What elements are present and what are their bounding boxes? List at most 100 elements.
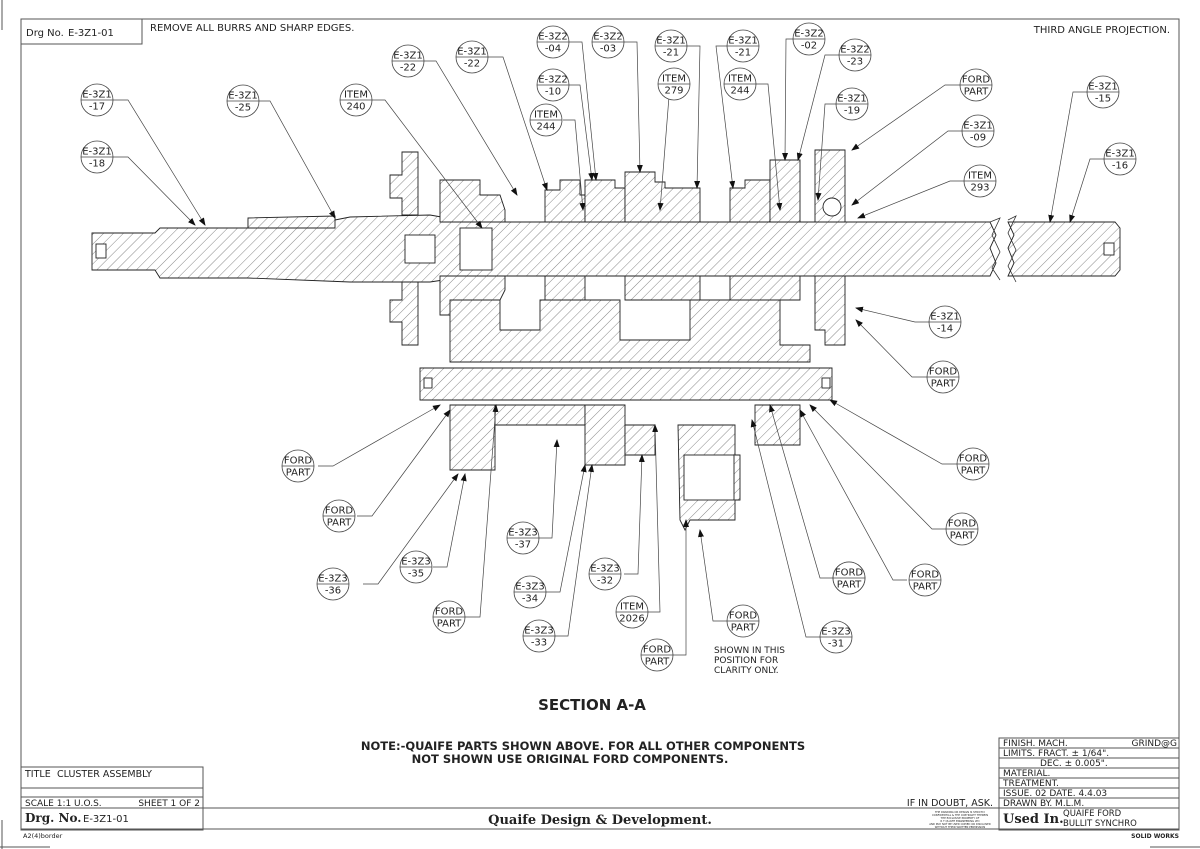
input-hub [439,179,506,223]
part-balloon: E-3Z3-37 [506,521,540,555]
main-shaft-tail [1007,221,1121,277]
balloon-part-prefix: FORD [911,570,940,581]
balloon-part-prefix: E-3Z3 [821,627,851,638]
copyright-line: THE DRAWING OR DESIGN IS STRICTLY [935,810,985,814]
balloon-part-prefix: E-3Z3 [401,557,431,568]
balloon-part-prefix: FORD [948,519,977,530]
balloon-part-suffix: PART [837,580,862,591]
cluster-gear-body [449,299,811,363]
cluster-gear-3 [584,404,626,466]
part-balloons: E-3Z1-17E-3Z1-18E-3Z1-25ITEM240E-3Z1-22E… [80,22,1137,672]
balloon-part-suffix: PART [731,623,756,634]
gear-3 [624,171,701,223]
part-balloon: E-3Z3-34 [513,575,547,609]
drawn-by: DRAWN BY. M.L.M. [1003,799,1084,809]
balloon-part-prefix: E-3Z2 [840,45,870,56]
cluster-gear-2 [494,404,586,426]
cluster-gear-1 [449,404,496,471]
balloon-part-prefix: E-3Z3 [515,582,545,593]
drg-no-label: Drg No. [26,28,64,39]
balloon-part-prefix: E-3Z2 [538,75,568,86]
title-block-right: FINISH. MACH. GRIND@G LIMITS. FRACT. ± 1… [998,737,1180,840]
part-balloon: E-3Z3-35 [399,550,433,584]
countershaft [419,367,833,401]
balloon-part-suffix: -31 [828,639,844,650]
balloon-part-suffix: -21 [735,48,751,59]
balloon-part-prefix: FORD [929,367,958,378]
balloon-part-suffix: PART [950,531,975,542]
finish-label: FINISH. MACH. [1003,739,1068,749]
break-line-left [989,217,1001,281]
main-shaft [91,214,997,283]
balloon-part-suffix: PART [286,468,311,479]
balloon-part-suffix: -10 [545,87,561,98]
balloon-part-prefix: E-3Z2 [794,29,824,40]
balloon-part-prefix: E-3Z1 [728,36,758,47]
part-balloon: E-3Z3-31 [819,620,853,654]
copyright-notice: THE DRAWING OR DESIGN IS STRICTLY CONFID… [929,810,991,829]
part-balloon: E-3Z3-32 [588,557,622,591]
burrs-note: REMOVE ALL BURRS AND SHARP EDGES. [150,23,354,34]
copyright-line: THE EXCLUSIVE PROPERTY OF [941,816,980,820]
part-balloon: E-3Z1-21 [654,29,688,63]
balloon-part-prefix: E-3Z3 [318,574,348,585]
used-in-label: Used In. [1003,812,1064,827]
part-balloon: E-3Z1-22 [455,40,489,74]
balloon-part-suffix: PART [327,518,352,529]
part-balloon: E-3Z3-36 [316,567,350,601]
part-balloon: E-3Z2-10 [536,68,570,102]
balloon-part-prefix: ITEM [620,602,644,613]
shaft-tail-bore [1103,242,1115,256]
part-balloon: E-3Z3-33 [522,619,556,653]
balloon-part-prefix: E-3Z1 [228,91,258,102]
limits-dec: DEC. ± 0.005". [1040,759,1108,769]
balloon-part-prefix: FORD [435,607,464,618]
part-balloon: E-3Z2-03 [591,25,625,59]
balloon-part-suffix: 244 [730,86,749,97]
leader-lines [113,38,1105,656]
gear-1 [544,179,586,223]
title-block-left: TITLE CLUSTER ASSEMBLY SCALE 1:1 U.O.S. … [20,766,1179,840]
gear-2 [584,179,626,223]
clarity-note: SHOWN IN THIS POSITION FOR CLARITY ONLY. [714,646,785,676]
part-balloon: E-3Z1-16 [1103,142,1137,176]
copyright-line: WITHOUT THEIR WRITTEN PERMISSION [935,825,986,829]
balloon-part-prefix: E-3Z3 [508,528,538,539]
clarity-note-line: CLARITY ONLY. [714,666,779,676]
balloon-part-suffix: PART [437,619,462,630]
gear-4 [729,179,771,223]
title-value: CLUSTER ASSEMBLY [57,769,152,780]
balloon-part-suffix: -22 [464,59,480,70]
balloon-part-suffix: -18 [89,159,105,170]
section-title: SECTION A-A [538,696,646,714]
title-label: TITLE [24,769,51,780]
sheet-text: SHEET 1 OF 2 [138,799,200,809]
balloon-part-suffix: -17 [89,102,105,113]
header-drg-no-box: Drg No. E-3Z1-01 [20,18,143,45]
balloon-part-prefix: E-3Z1 [82,147,112,158]
balloon-part-suffix: -22 [400,63,416,74]
shaft-sleeve [247,215,336,229]
cluster-gear-4 [624,424,656,456]
part-balloon: E-3Z1-25 [226,84,260,118]
part-balloon: E-3Z1-15 [1086,75,1120,109]
balloon-part-prefix: FORD [835,568,864,579]
part-balloon: E-3Z1-09 [961,114,995,148]
if-in-doubt: IF IN DOUBT, ASK. [907,798,993,809]
balloon-part-prefix: E-3Z1 [963,121,993,132]
balloon-part-suffix: PART [964,87,989,98]
balloon-part-suffix: -35 [408,569,424,580]
issue-date: ISSUE. 02 DATE. 4.4.03 [1003,789,1107,799]
balloon-part-prefix: ITEM [662,74,686,85]
balloon-part-suffix: -14 [937,324,953,335]
shaft-end-bore [95,243,107,259]
